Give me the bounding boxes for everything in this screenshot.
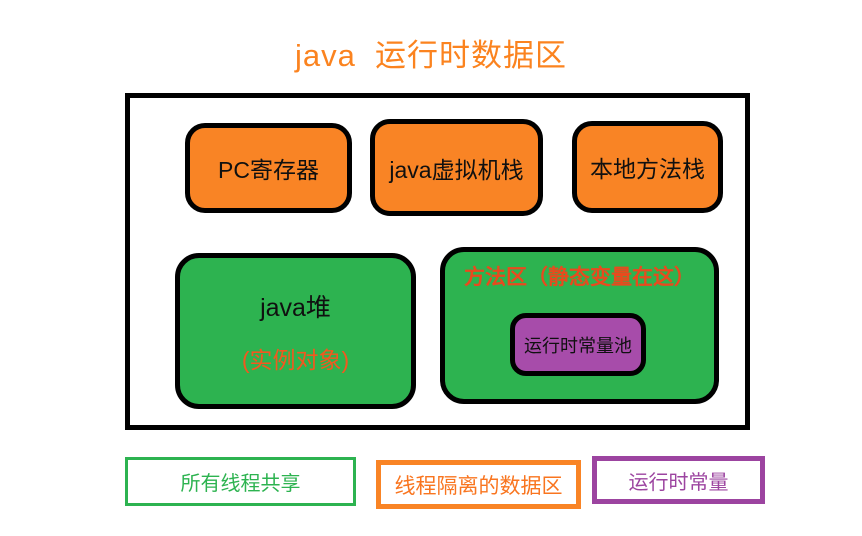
- legend-thread-isolated-area: 线程隔离的数据区: [376, 460, 581, 509]
- legend-shared-by-all-threads: 所有线程共享: [125, 457, 356, 506]
- java-vm-stack-box: java虚拟机栈: [370, 119, 543, 216]
- java-heap-box: java堆 (实例对象): [175, 253, 416, 409]
- legend-runtime-constant: 运行时常量: [592, 456, 765, 504]
- pc-register-box: PC寄存器: [185, 123, 352, 213]
- legend-isolated-label: 线程隔离的数据区: [394, 474, 563, 498]
- runtime-constant-pool-box: 运行时常量池: [510, 313, 646, 376]
- java-heap-note: (实例对象): [241, 347, 350, 373]
- legend-shared-label: 所有线程共享: [180, 473, 301, 495]
- pc-register-label: PC寄存器: [218, 157, 319, 183]
- diagram-title: java 运行时数据区: [294, 38, 568, 73]
- legend-constant-label: 运行时常量: [628, 471, 729, 494]
- java-vm-stack-label: java虚拟机栈: [389, 156, 524, 183]
- method-area-label: 方法区（静态变量在这）: [464, 266, 695, 289]
- java-heap-label: java堆: [260, 294, 331, 322]
- native-method-stack-box: 本地方法栈: [572, 121, 723, 213]
- native-method-stack-label: 本地方法栈: [590, 156, 705, 182]
- runtime-constant-pool-label: 运行时常量池: [524, 335, 632, 356]
